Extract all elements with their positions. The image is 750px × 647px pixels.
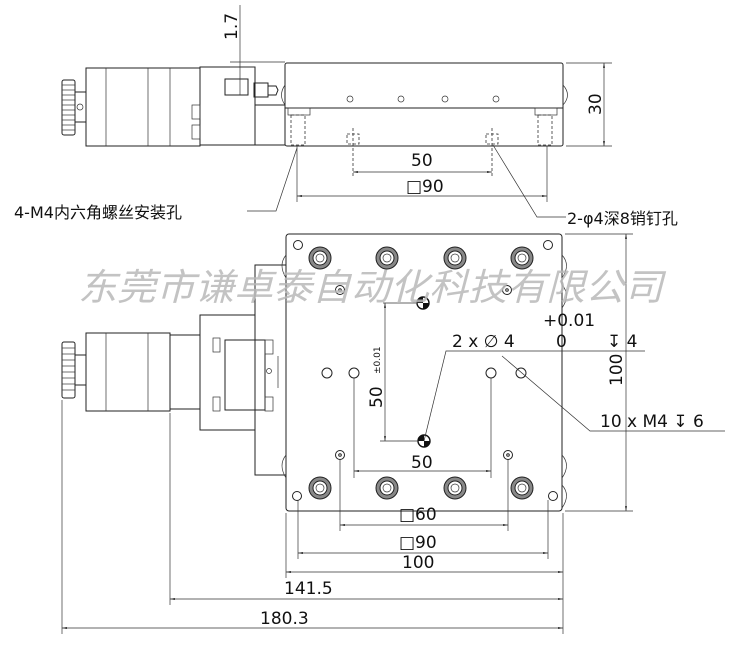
top-view: 50 ±0.01 50 2 x ∅ 4 +0.01 0 ↧ 4 10 x M4 …: [61, 233, 725, 634]
counterbored-holes: [308, 246, 534, 500]
dim-pin-vertical-tol: ±0.01: [373, 346, 383, 374]
side-motor: [61, 66, 286, 147]
dim-pin-horizontal: 50: [411, 453, 433, 473]
side-view: 1.7 30 50 □90 4-M4内六角螺丝安装孔 2-φ4深8销钉孔: [14, 5, 678, 228]
note-mount-holes: 4-M4内六角螺丝安装孔: [14, 203, 182, 222]
note-pin-tol-upper: +0.01: [543, 311, 595, 331]
dim-pin-spacing: 50: [411, 151, 433, 171]
dim-mount-square: □90: [406, 177, 444, 197]
side-stage-body: [284, 62, 564, 147]
dim-square-60: □60: [399, 505, 437, 525]
dim-height: 30: [586, 93, 606, 115]
dim-width-100: 100: [402, 553, 434, 573]
note-threaded-holes: 10 x M4 ↧ 6: [600, 412, 704, 432]
small-holes: [292, 240, 558, 501]
note-pin-count: 2 x ∅ 4: [452, 332, 515, 352]
note-pin-holes: 2-φ4深8销钉孔: [567, 209, 678, 228]
dim-length-141: 141.5: [284, 579, 333, 599]
note-pin-tol-lower: 0: [556, 332, 567, 352]
side-holes: [346, 95, 500, 103]
dim-square-90: □90: [399, 533, 437, 553]
dim-length-180: 180.3: [260, 609, 309, 629]
dim-offset: 1.7: [222, 13, 242, 40]
dim-plate-height: 100: [607, 354, 627, 386]
note-pin-depth: ↧ 4: [607, 332, 637, 352]
watermark: 东莞市谦卓泰自动化科技有限公司: [78, 266, 667, 309]
pin-holes: [416, 296, 431, 448]
top-stage-plate: [285, 233, 563, 512]
dim-pin-vertical: 50: [367, 386, 387, 408]
